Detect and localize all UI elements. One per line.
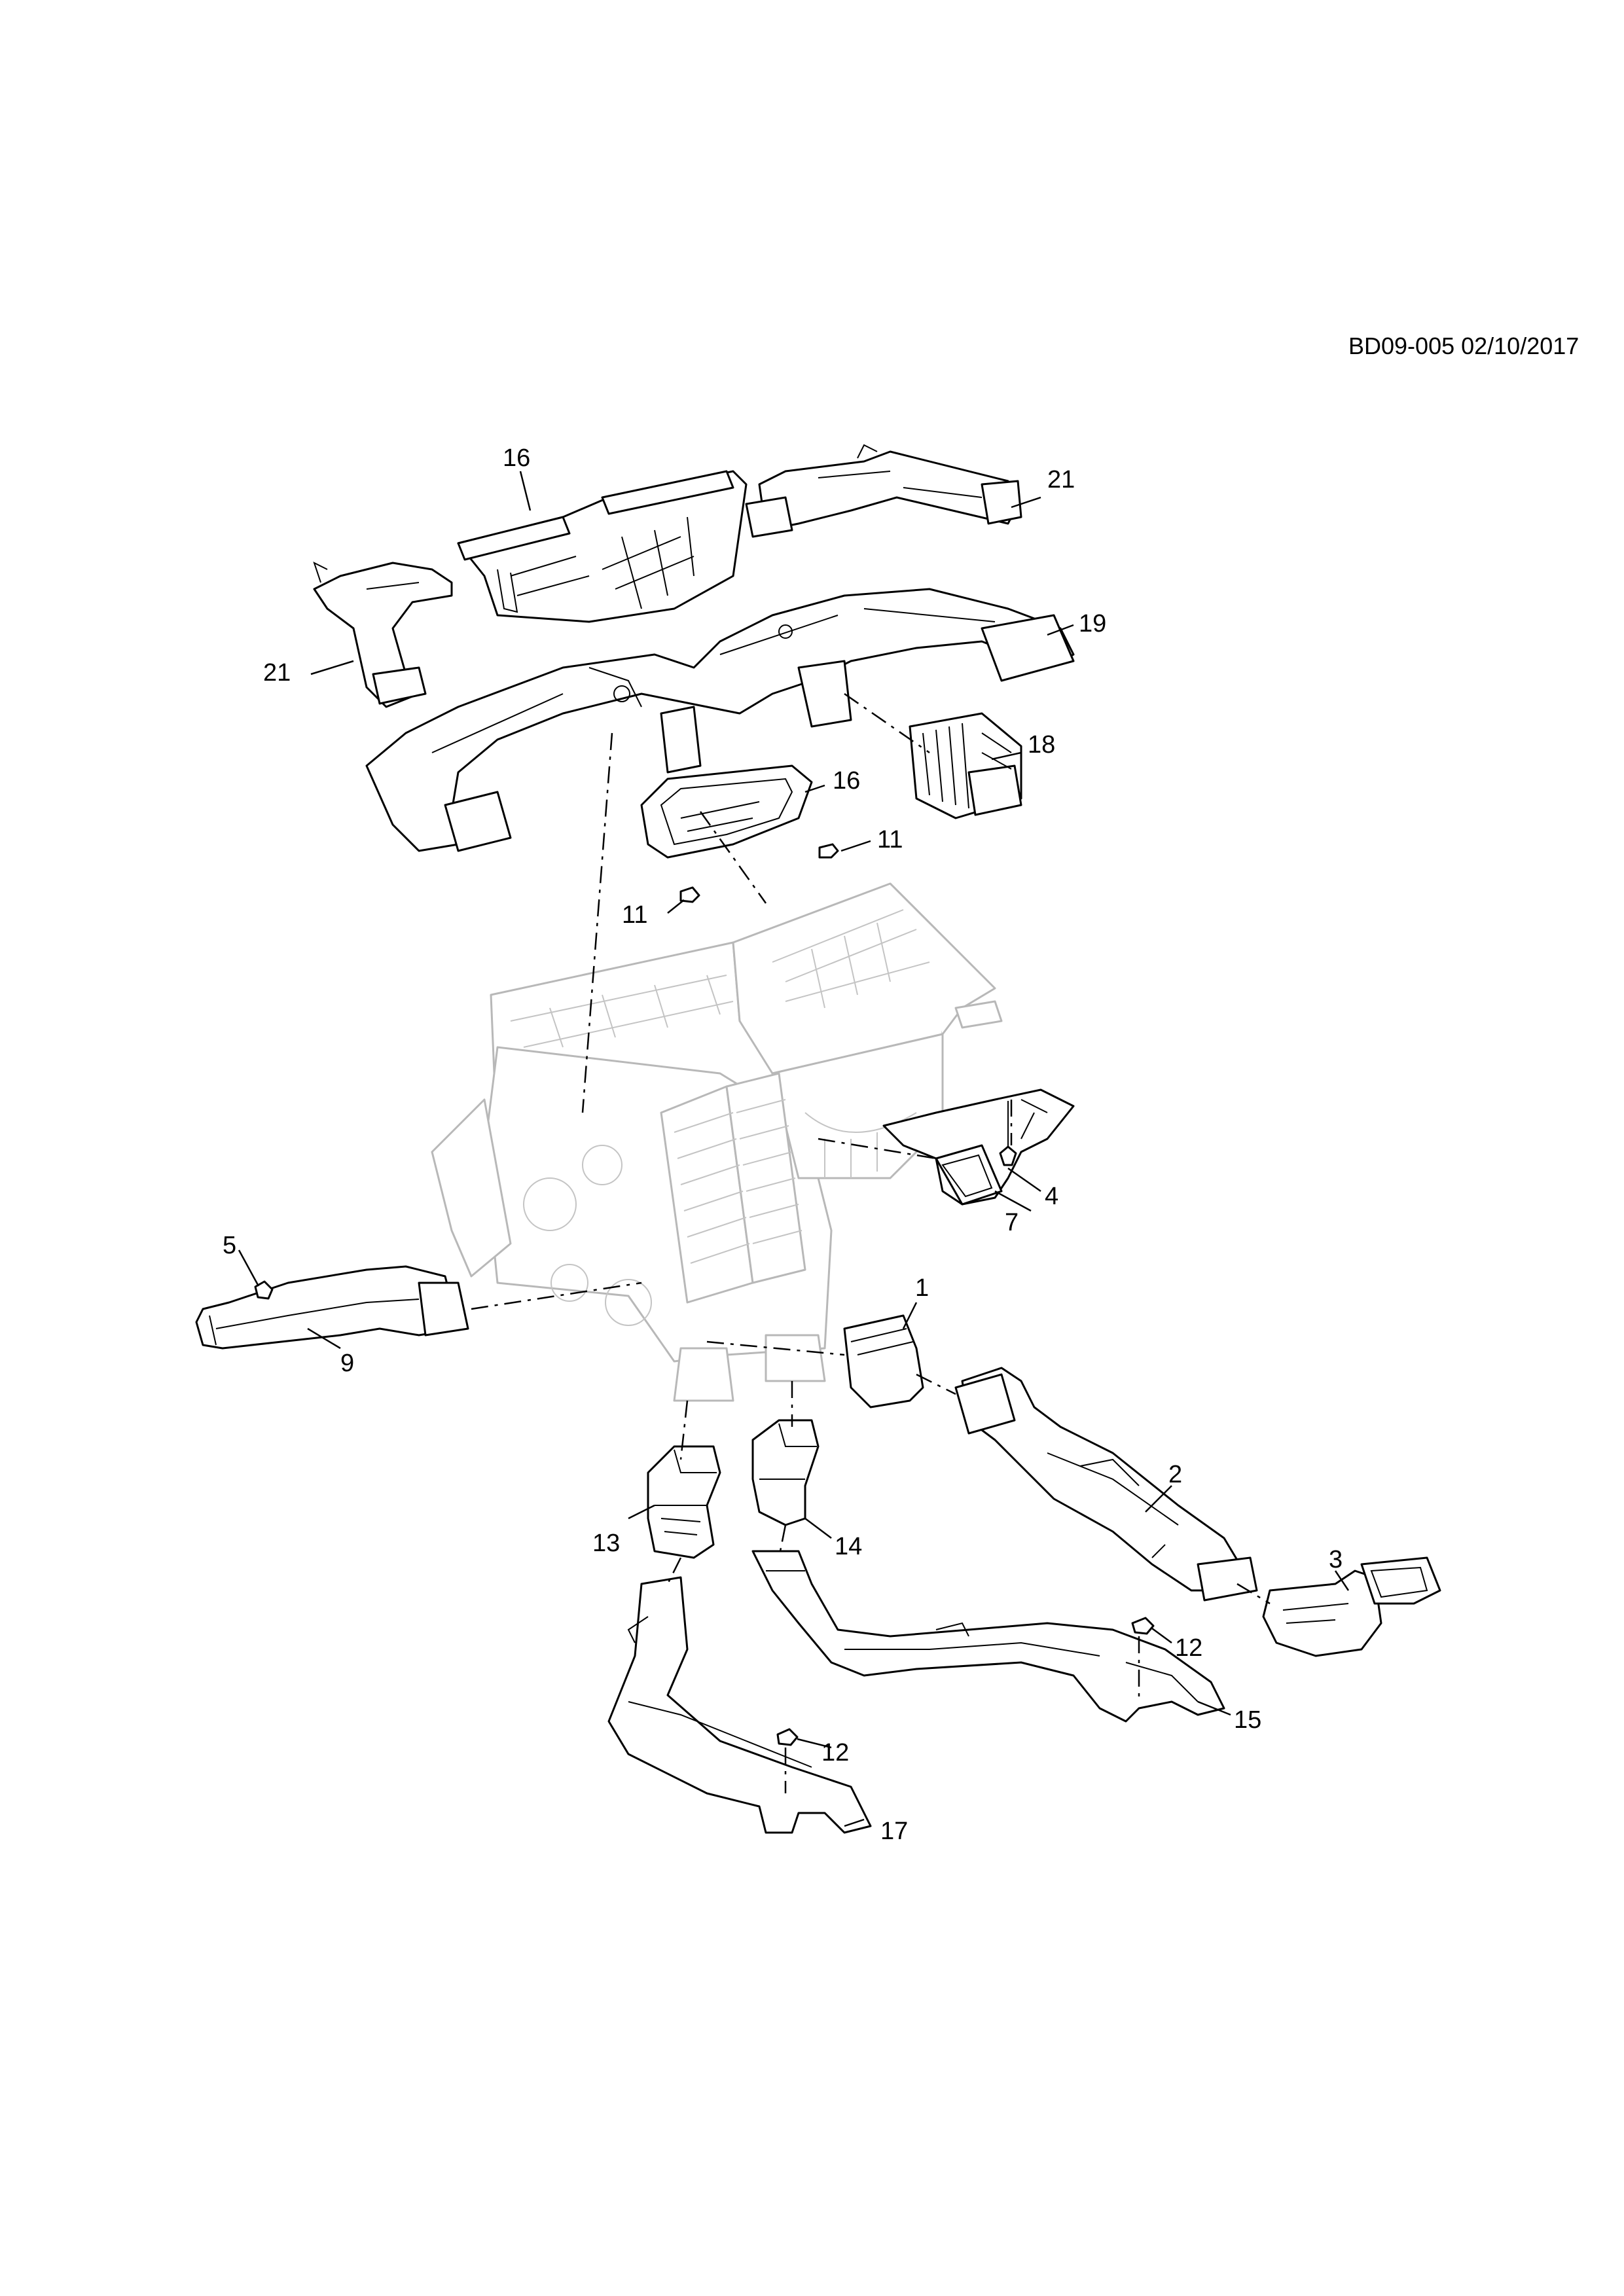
- callout-4: 4: [1045, 1183, 1058, 1210]
- callout-18: 18: [1028, 731, 1055, 759]
- defroster-grille: [640, 764, 813, 859]
- callout-9: 9: [340, 1350, 354, 1377]
- callout-2: 2: [1168, 1461, 1182, 1488]
- callout-21-left: 21: [263, 659, 291, 687]
- callout-7: 7: [1005, 1209, 1019, 1236]
- bracket-screw: [999, 1101, 1017, 1166]
- callout-20: 16: [503, 444, 530, 472]
- callout-12-left: 12: [821, 1739, 849, 1767]
- callout-17: 17: [880, 1818, 908, 1845]
- side-window-duct-right: [745, 444, 1022, 538]
- defroster-nozzle: [457, 470, 748, 623]
- callout-12-right: 12: [1175, 1634, 1202, 1662]
- floor-adapter-right: [751, 1419, 820, 1526]
- heater-distribution-module: [843, 1314, 924, 1408]
- side-window-duct-left: [313, 562, 453, 708]
- callout-13: 13: [592, 1530, 620, 1557]
- callout-11-right: 11: [877, 826, 903, 853]
- center-vent: [909, 712, 1022, 819]
- leader-lines: [238, 471, 1350, 1827]
- callout-3: 3: [1329, 1546, 1343, 1573]
- dash-duct-main: [365, 588, 1075, 852]
- clip-left: [776, 1728, 799, 1746]
- callout-11-left: 11: [622, 901, 647, 929]
- callout-5: 5: [223, 1232, 236, 1259]
- hvac-module-ghost: [431, 882, 1003, 1402]
- assembly-lines: [471, 692, 1271, 1793]
- nut-left: [679, 886, 700, 903]
- callout-15: 15: [1234, 1706, 1261, 1734]
- nut-right: [818, 843, 839, 859]
- callout-1: 1: [915, 1274, 929, 1302]
- left-duct-screw: [254, 1280, 274, 1300]
- floor-duct-left: [607, 1576, 872, 1834]
- floor-duct-right: [751, 1550, 1225, 1723]
- rear-duct-outlet: [1262, 1556, 1441, 1657]
- callout-21-right: 21: [1047, 466, 1075, 493]
- callout-14: 14: [835, 1533, 862, 1560]
- clip-right: [1131, 1617, 1155, 1635]
- rear-duct-right: [954, 1367, 1258, 1602]
- right-side-duct: [882, 1088, 1075, 1206]
- callout-labels: 16 21 21 19 18 16 11 11 4 7 5 9 1 2 3 12…: [223, 444, 1343, 1845]
- floor-adapter-left: [647, 1445, 721, 1559]
- callout-16: 16: [833, 767, 860, 795]
- left-side-duct: [195, 1265, 469, 1350]
- diagram-reference-code: BD09-005 02/10/2017: [1348, 332, 1579, 359]
- callout-19: 19: [1079, 610, 1106, 637]
